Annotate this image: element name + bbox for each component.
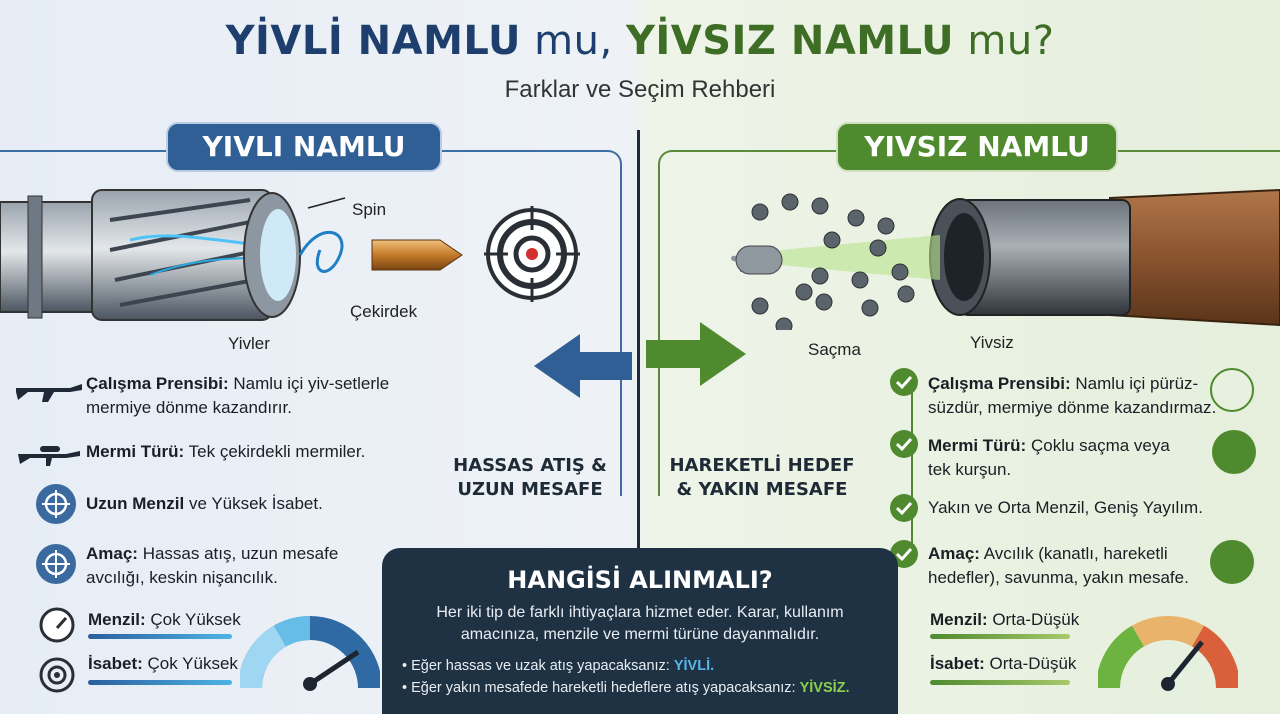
hunter-icon [1212, 430, 1256, 474]
grooves-label: Yivler [228, 334, 270, 353]
feature-value: Namlu içi pürüz- [1070, 374, 1199, 393]
smoothbore-badge: YIVSIZ NAMLU [836, 122, 1118, 172]
feature-value: Tek çekirdekli mermiler. [184, 442, 366, 461]
rifled-accuracy-rating: İsabet: Çok Yüksek [88, 652, 238, 676]
feature-key: Uzun Menzil [86, 494, 185, 513]
feature-value: Avcılık (kanatlı, hareketli [979, 544, 1168, 563]
rating-key: İsabet: [930, 654, 985, 673]
smoothbore-feature-range: Yakın ve Orta Menzil, Geniş Yayılım. [928, 496, 1248, 520]
feature-key: Mermi Türü: [928, 436, 1027, 455]
check-icon [890, 368, 918, 396]
smoothbore-feature-principle: Çalışma Prensibi: Namlu içi pürüz- süzdü… [928, 372, 1218, 420]
rating-key: Menzil: [930, 610, 988, 629]
rating-value: Çok Yüksek [142, 654, 238, 673]
rating-value: Orta-Düşük [987, 610, 1080, 629]
rifled-purpose-text: HASSAS ATIŞ & UZUN MESAFE [440, 454, 620, 502]
center-divider [637, 130, 640, 550]
feature-value-cont: süzdür, mermiye dönme kazandırmaz. [928, 398, 1217, 417]
title-connector-1: mu, [520, 18, 626, 64]
scope-icon [36, 544, 76, 584]
feature-value: Hassas atış, uzun mesafe [137, 544, 339, 563]
title-rifled: YİVLİ NAMLU [225, 18, 521, 64]
summary-box: HANGİSİ ALINMALI? Her iki tip de farklı … [382, 548, 898, 714]
smoothbore-range-rating: Menzil: Orta-Düşük [930, 608, 1079, 632]
summary-bullet-rifled: • Eğer hassas ve uzak atış yapacaksanız:… [402, 658, 715, 674]
page-title: YİVLİ NAMLU mu, YİVSIZ NAMLU mu? [0, 18, 1280, 64]
crosshair-icon [36, 484, 76, 524]
bullet-highlight: YİVSİZ. [799, 680, 850, 696]
feature-key: Çalışma Prensibi: [86, 374, 229, 393]
smoothbore-accuracy-rating: İsabet: Orta-Düşük [930, 652, 1076, 676]
rifled-feature-ammo: Mermi Türü: Tek çekirdekli mermiler. [86, 440, 426, 464]
page-subtitle: Farklar ve Seçim Rehberi [504, 76, 776, 103]
rifled-range-bar [88, 634, 232, 639]
feature-key: Amaç: [928, 544, 980, 563]
sniper-rifle-icon [18, 446, 80, 466]
speedometer-icon [39, 607, 75, 643]
feature-value-cont: mermiye dönme kazandırır. [86, 398, 292, 417]
bullet-text: Eğer yakın mesafede hareketli hedeflere … [411, 680, 800, 696]
pellet-label: Saçma [808, 340, 861, 359]
feature-value-cont: hedefler), savunma, yakın mesafe. [928, 568, 1189, 587]
rating-value: Çok Yüksek [145, 610, 241, 629]
feature-value-cont: tek kurşun. [928, 460, 1012, 479]
bird-hunt-icon [1210, 540, 1254, 584]
feature-key: Çalışma Prensibi: [928, 374, 1071, 393]
smoothbore-feature-ammo: Mermi Türü: Çoklu saçma veya tek kurşun. [928, 434, 1208, 482]
target-icon [484, 206, 580, 302]
right-arrow-icon [646, 322, 746, 386]
smoothbore-gauge [1098, 615, 1238, 691]
rifled-purpose-line-2: UZUN MESAFE [457, 479, 603, 500]
rifled-feature-purpose: Amaç: Hassas atış, uzun mesafe avcılığı,… [86, 542, 426, 590]
smoothbore-label: Yivsiz [970, 333, 1014, 352]
summary-bullet-smoothbore: • Eğer yakın mesafede hareketli hedefler… [402, 680, 850, 696]
rifle-icon [16, 384, 82, 402]
bullet-text: Eğer hassas ve uzak atış yapacaksanız: [411, 658, 674, 674]
smoothbore-barrel-illustration [731, 188, 1280, 330]
rifled-feature-range: Uzun Menzil ve Yüksek İsabet. [86, 492, 426, 516]
rifled-barrel-illustration [0, 189, 463, 321]
rating-value: Orta-Düşük [984, 654, 1077, 673]
summary-title: HANGİSİ ALINMALI? [507, 566, 773, 594]
rifled-range-rating: Menzil: Çok Yüksek [88, 608, 241, 632]
checklist-line [911, 376, 913, 552]
rifled-gauge [240, 615, 380, 691]
feature-value: ve Yüksek İsabet. [184, 494, 323, 513]
rifled-purpose-line-1: HASSAS ATIŞ & [453, 455, 607, 476]
bullet-label: Çekirdek [350, 302, 418, 321]
title-connector-2: mu? [954, 18, 1055, 64]
feature-key: Mermi Türü: [86, 442, 185, 461]
check-icon [890, 540, 918, 568]
bullseye-icon [39, 657, 75, 693]
smoothbore-purpose-line-1: HAREKETLİ HEDEF [669, 455, 855, 476]
rifled-feature-principle: Çalışma Prensibi: Namlu içi yiv-setlerle… [86, 372, 426, 420]
smoothbore-feature-purpose: Amaç: Avcılık (kanatlı, hareketli hedefl… [928, 542, 1218, 590]
smoothbore-range-bar [930, 634, 1070, 639]
rating-key: Menzil: [88, 610, 146, 629]
shotgun-icon [1210, 368, 1254, 412]
title-smoothbore: YİVSIZ NAMLU [625, 18, 955, 64]
summary-text: Her iki tip de farklı ihtiyaçlara hizmet… [436, 604, 844, 643]
check-icon [890, 494, 918, 522]
bullet-highlight: YİVLİ. [673, 658, 715, 674]
feature-value: Yakın ve Orta Menzil, Geniş Yayılım. [928, 498, 1203, 517]
left-arrow-icon [534, 334, 632, 398]
feature-key: Amaç: [86, 544, 138, 563]
check-icon [890, 430, 918, 458]
spin-arrow-icon [298, 231, 344, 273]
smoothbore-purpose-text: HAREKETLİ HEDEF & YAKIN MESAFE [662, 454, 862, 502]
rating-key: İsabet: [88, 654, 143, 673]
feature-value: Namlu içi yiv-setlerle [228, 374, 390, 393]
smoothbore-purpose-line-2: & YAKIN MESAFE [676, 479, 848, 500]
feature-value-cont: avcılığı, keskin nişancılık. [86, 568, 278, 587]
rifled-badge: YIVLI NAMLU [166, 122, 442, 172]
feature-value: Çoklu saçma veya [1026, 436, 1170, 455]
spin-label: Spin [352, 200, 387, 219]
rifled-accuracy-bar [88, 680, 232, 685]
smoothbore-accuracy-bar [930, 680, 1070, 685]
